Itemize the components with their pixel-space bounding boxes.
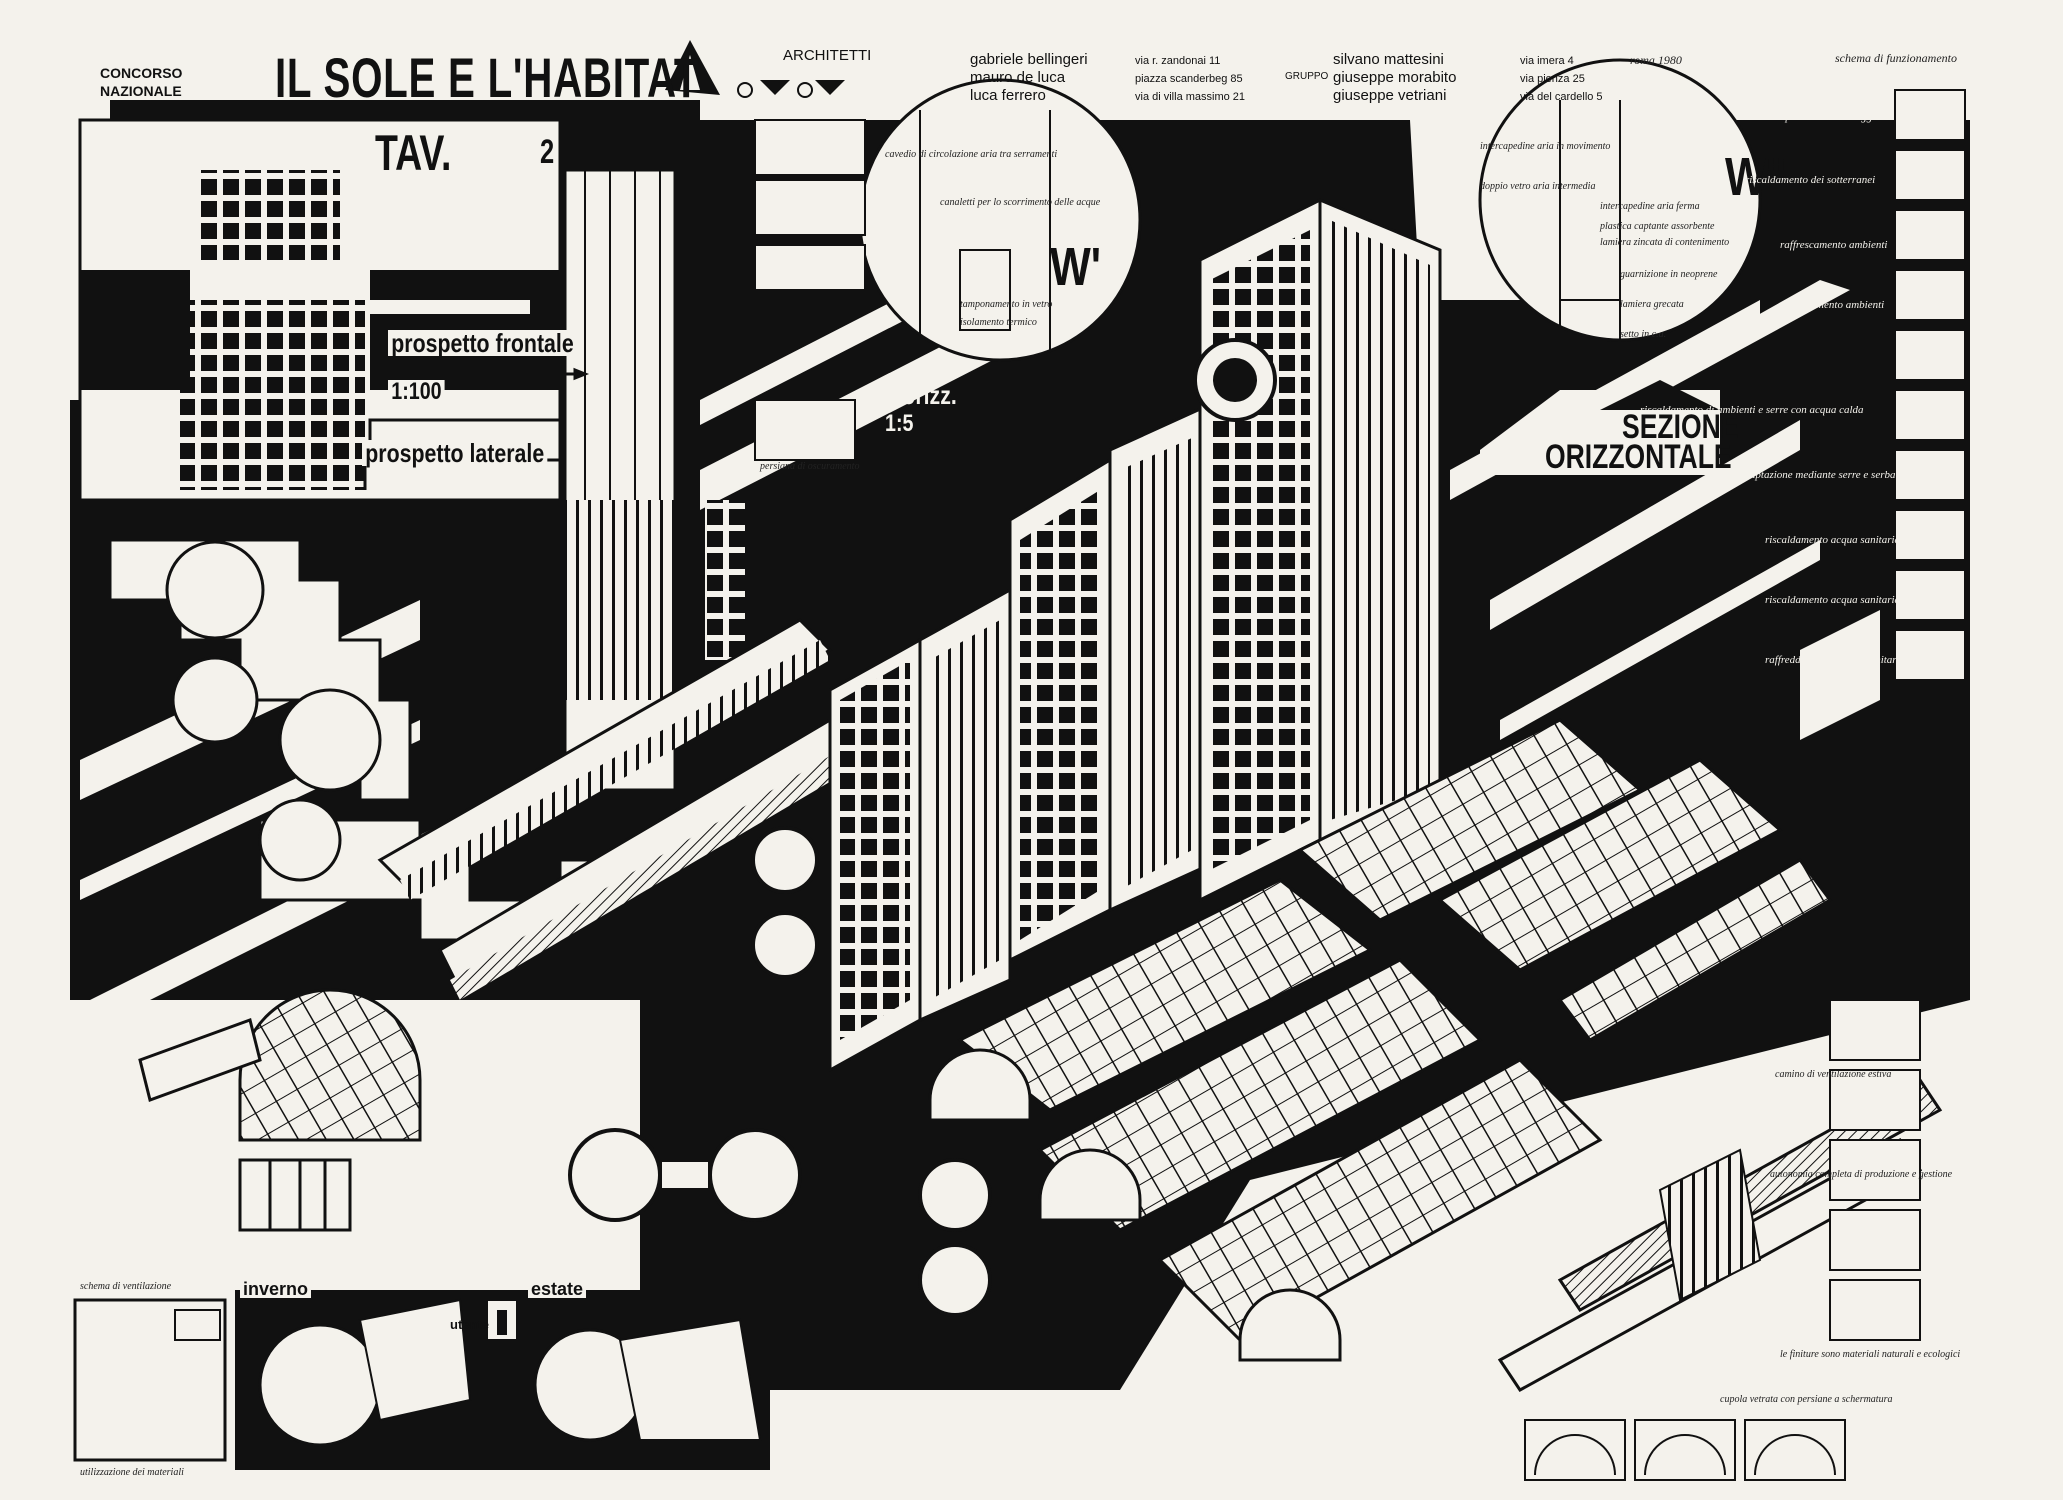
lower-right-note-c: le finiture sono materiali naturali e ec… [1780, 1349, 1961, 1360]
detail-left-note-a: cavedio di circolazione aria tra serrame… [885, 149, 1058, 160]
right-note-8: riscaldamento acqua sanitaria [1765, 594, 1901, 606]
sezione-line1: SEZIONE [1622, 408, 1739, 446]
architect-name-3: luca ferrero [970, 87, 1046, 104]
detail-left-note-b: canaletti per lo scorrimento delle acque [940, 197, 1101, 208]
scale-5-label: 1:5 [885, 410, 914, 437]
lower-right-note-a: camino di ventilazione estiva [1775, 1069, 1892, 1080]
architect-address-5: via pienza 25 [1520, 73, 1585, 85]
detail-circles [858, 58, 1762, 362]
seasonal-diagrams [73, 1290, 770, 1470]
vaulted-roofs [928, 718, 1833, 1362]
detail-right-note-h: setto in c.a. [1620, 329, 1667, 340]
competition-line1: CONCORSO [100, 65, 183, 81]
utente-label: utente [450, 1317, 489, 1332]
competition-logo [665, 40, 845, 98]
right-note-6: captazione mediante serre e serbatoi [1745, 469, 1908, 481]
right-note-2: riscaldamento dei sotterranei [1745, 174, 1876, 186]
right-note-4: riscaldamento ambienti [1780, 299, 1885, 311]
right-note-3: raffrescamento ambienti [1780, 239, 1888, 251]
detail-right-note-a: intercapedine aria in movimento [1480, 141, 1611, 152]
architect-address-4: via imera 4 [1520, 55, 1574, 67]
architects-label: ARCHITETTI [783, 47, 872, 64]
group-label: GRUPPO [1285, 71, 1329, 82]
detail-w1-label: W' [1050, 237, 1102, 297]
page-title: IL SOLE E L'HABITAT [275, 46, 700, 109]
architect-name-2: mauro de luca [970, 69, 1066, 86]
lower-right-note-b: autonomia completa di produzione e gesti… [1770, 1169, 1953, 1180]
detail-left-note-c: tamponamento in vetro [960, 299, 1053, 310]
sezione-box [1480, 380, 1720, 475]
detail-right-note-b: doppio vetro aria intermedia [1480, 181, 1596, 192]
prospetto-laterale-label: prospetto laterale [362, 440, 548, 466]
facade-elevation [78, 118, 562, 508]
detail-right-note-g: lamiera grecata [1620, 299, 1684, 310]
detail-w2-label: W'' [1725, 147, 1787, 207]
left-barrel-vault [138, 988, 422, 1232]
right-note-1: captazione e stoccaggio [1775, 111, 1881, 123]
sun-arc-diagrams [1524, 1419, 1846, 1481]
table-number: 2 [540, 133, 555, 171]
sez-note: persiana di oscuramento [760, 461, 860, 472]
right-note-9: raffreddamento acqua sanitaria [1765, 654, 1906, 666]
detail-right-note-c: intercapedine aria ferma [1600, 201, 1700, 212]
detail-right-note-e: lamiera zincata di contenimento [1600, 237, 1730, 248]
lower-left-note-a: schema di ventilazione [80, 1281, 172, 1292]
architect-name-6: giuseppe vetriani [1333, 87, 1447, 104]
sez-orizz-label: sez.orizz. [862, 380, 957, 410]
round-sections [568, 826, 992, 1317]
main-towers [828, 197, 1442, 1073]
lower-left-note-b: utilizzazione dei materiali [80, 1467, 184, 1478]
scale-100-label: 1:100 [388, 380, 445, 404]
right-column-diagrams [1829, 89, 1966, 1341]
tower-elevation [563, 130, 745, 792]
inverno-label: inverno [240, 1280, 312, 1298]
corner-note: schema di funzionamento [1835, 51, 1957, 65]
top-note: roma 1980 [1630, 53, 1682, 67]
detail-right-note-d: plastica captante assorbente [1600, 221, 1715, 232]
right-note-7: riscaldamento acqua sanitaria [1765, 534, 1901, 546]
detail-right-note-f: guarnizione in neoprene [1620, 269, 1718, 280]
stair-ramps [1497, 1078, 1943, 1392]
sezione-line2: ORIZZONTALE [1545, 438, 1732, 476]
architect-address-2: piazza scanderbeg 85 [1135, 73, 1243, 85]
small-diagrams-top [754, 119, 866, 461]
architect-address-1: via r. zandonai 11 [1135, 55, 1221, 67]
architect-address-6: via del cardello 5 [1520, 91, 1603, 103]
architect-name-1: gabriele bellingeri [970, 51, 1088, 68]
prospetto-frontale-label: prospetto frontale [388, 330, 577, 356]
architect-name-4: silvano mattesini [1333, 51, 1444, 68]
table-label: TAV. [375, 125, 452, 181]
estate-label: estate [528, 1280, 587, 1298]
competition-line2: NAZIONALE [100, 83, 182, 99]
architect-address-3: via di villa massimo 21 [1135, 91, 1246, 103]
horizontal-wing [377, 618, 852, 1000]
lower-right-note-d: cupola vetrata con persiane a schermatur… [1720, 1394, 1893, 1405]
architect-name-5: giuseppe morabito [1333, 69, 1457, 86]
right-note-5: riscaldamento di ambienti e serre con ac… [1640, 404, 1864, 416]
detail-left-note-d: isolamento termico [960, 317, 1037, 328]
